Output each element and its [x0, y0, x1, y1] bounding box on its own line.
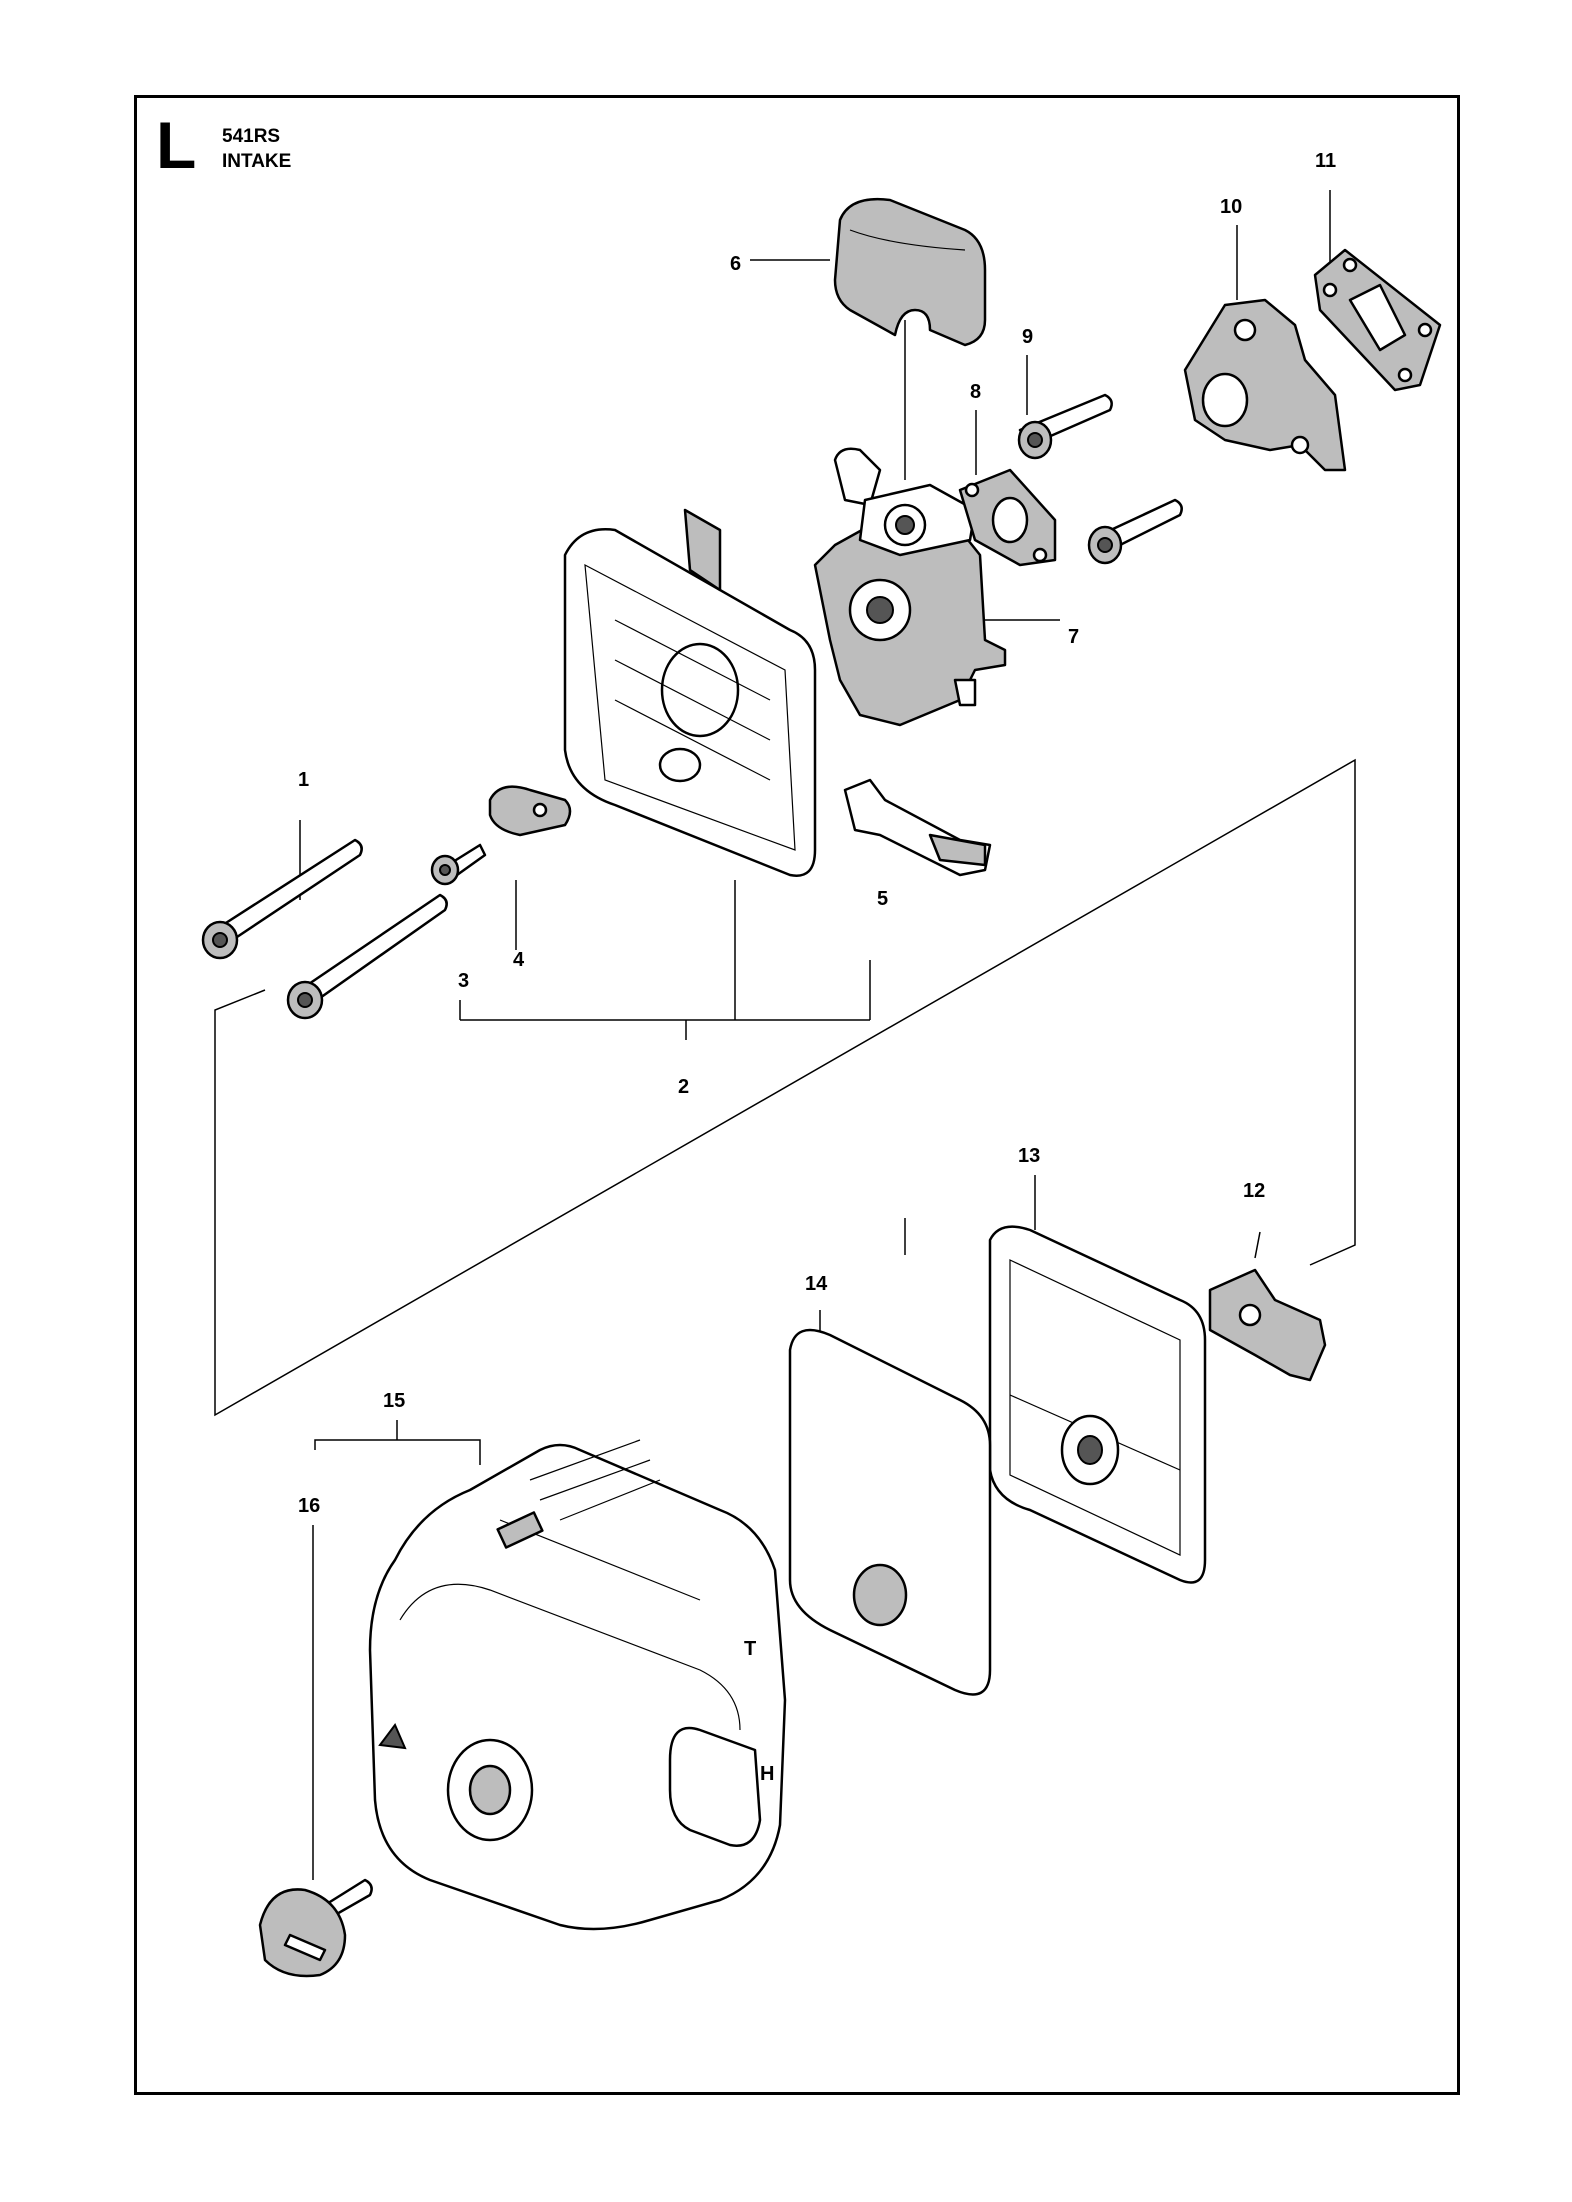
part-16-knob — [258, 1878, 373, 1978]
drawing-frame — [134, 95, 1460, 2095]
callout-3: 3 — [458, 970, 469, 992]
model-number: 541RS — [222, 126, 281, 147]
callout-10: 10 — [1220, 196, 1242, 218]
section-letter: L — [156, 108, 197, 182]
callout-8: 8 — [970, 381, 981, 403]
cover-mark-h: H — [760, 1763, 774, 1785]
callout-16: 16 — [298, 1495, 320, 1517]
callout-14: 14 — [805, 1273, 828, 1295]
part-12-bracket — [1208, 1268, 1327, 1382]
section-title: INTAKE — [222, 151, 292, 172]
part-14-filter-element — [788, 1328, 992, 1696]
callout-5: 5 — [877, 888, 888, 910]
callout-15: 15 — [383, 1390, 405, 1412]
cover-mark-t: T — [744, 1638, 756, 1660]
callout-1: 1 — [298, 769, 309, 791]
part-6-cover-cap — [833, 197, 987, 347]
part-1-long-screws — [201, 838, 448, 1020]
part-10-intake-manifold — [1183, 298, 1347, 472]
part-2-air-filter-base — [563, 508, 817, 877]
callout-11: 11 — [1315, 150, 1336, 172]
part-4-bracket — [488, 785, 572, 837]
part-5-choke-lever — [843, 778, 992, 877]
callout-6: 6 — [730, 253, 741, 275]
part-13-filter-frame — [988, 1225, 1207, 1584]
part-15-filter-cover: T H — [368, 1439, 787, 1931]
part-9-screws — [1017, 393, 1183, 565]
callout-4: 4 — [513, 949, 525, 971]
callout-13: 13 — [1018, 1145, 1040, 1167]
callout-12: 12 — [1243, 1180, 1265, 1202]
part-3-screw — [430, 843, 487, 886]
part-8-gasket — [958, 468, 1057, 567]
callout-2: 2 — [678, 1076, 689, 1098]
callout-9: 9 — [1022, 326, 1033, 348]
part-11-gasket — [1313, 248, 1442, 392]
callout-labels: 1 2 3 4 5 6 7 8 9 10 11 12 13 14 15 16 — [298, 150, 1336, 1517]
part-7-carburetor — [813, 447, 1007, 727]
assembly-lines — [214, 190, 1356, 1880]
callout-7: 7 — [1068, 626, 1079, 648]
